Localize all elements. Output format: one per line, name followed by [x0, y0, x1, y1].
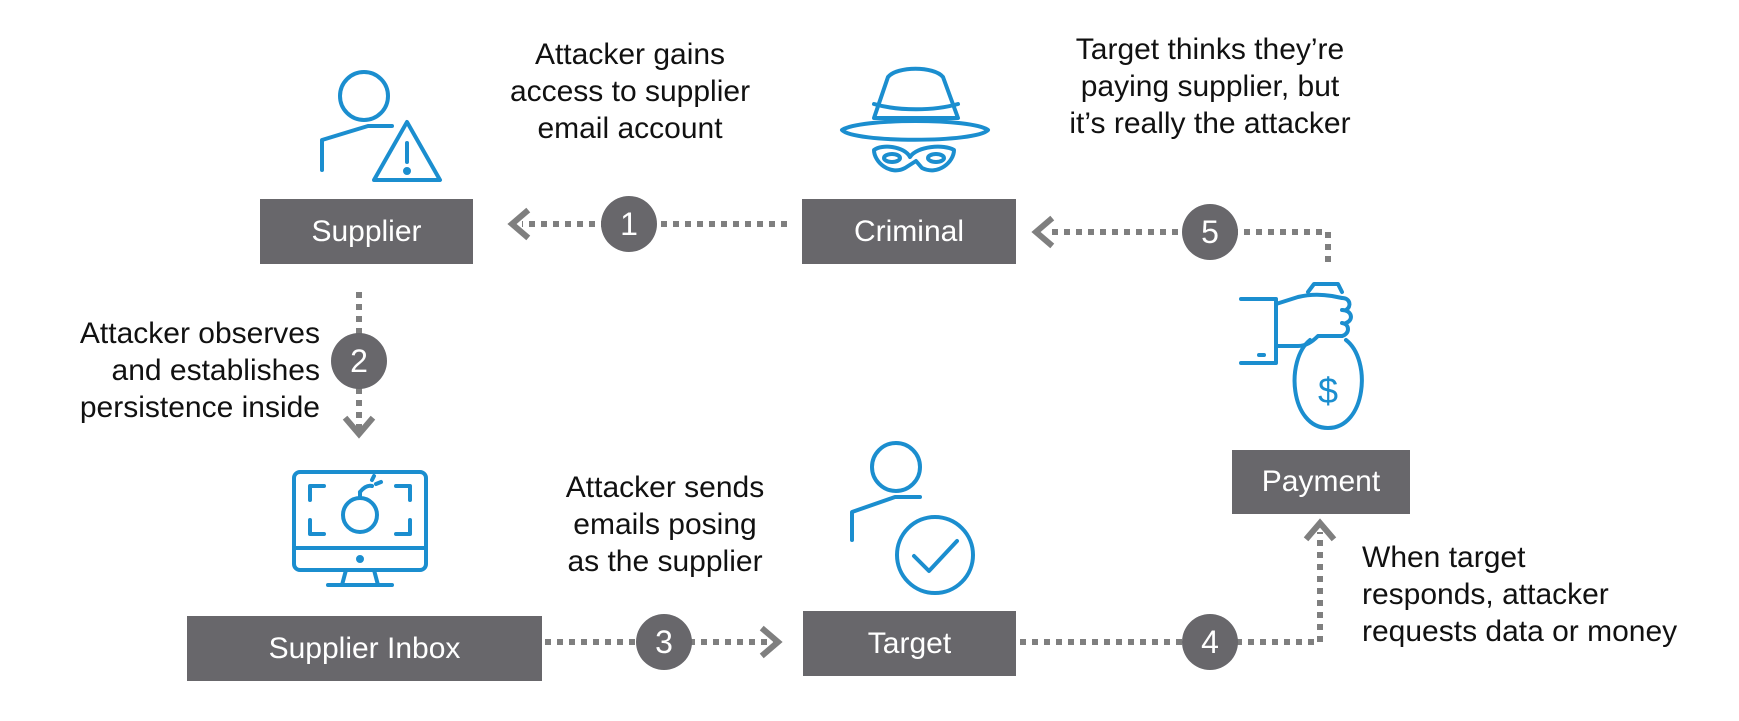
- step-3-description: Attacker sends emails posing as the supp…: [565, 471, 765, 578]
- node-supplier: Supplier: [260, 199, 473, 264]
- step-circle-3: [636, 614, 692, 670]
- user-check-icon: [850, 441, 975, 595]
- step-5-description: Target thinks they’re paying supplier, b…: [1069, 33, 1351, 140]
- step-number-1: 1: [620, 206, 638, 242]
- step-circle-4: [1182, 614, 1238, 670]
- monitor-bomb-icon: [292, 470, 428, 587]
- arrowhead-to-payment: [1303, 518, 1337, 542]
- node-criminal: Criminal: [802, 199, 1016, 264]
- node-supplier-inbox: Supplier Inbox: [187, 616, 542, 681]
- step-1-description: Attacker gains access to supplier email …: [509, 38, 751, 145]
- node-payment: Payment: [1232, 450, 1410, 514]
- step-2-description: Attacker observes and establishes persis…: [79, 317, 320, 424]
- spy-hat-mask-icon: [840, 66, 990, 173]
- step-number-4: 4: [1201, 624, 1219, 660]
- arrowhead-to-target: [759, 625, 783, 659]
- hand-money-bag-icon: $: [1239, 282, 1364, 430]
- connector-target-to-payment: [1020, 532, 1323, 645]
- step-number-5: 5: [1201, 214, 1219, 250]
- node-target: Target: [803, 611, 1016, 676]
- step-circle-5: [1182, 204, 1238, 260]
- step-number-3: 3: [655, 624, 673, 660]
- svg-text:$: $: [1318, 370, 1338, 411]
- step-4-description: When target responds, attacker requests …: [1362, 541, 1678, 648]
- arrowhead-to-criminal: [1031, 215, 1055, 249]
- step-circle-1: [601, 196, 657, 252]
- step-number-2: 2: [350, 343, 368, 379]
- arrowhead-to-inbox: [342, 415, 376, 439]
- user-warning-icon: [320, 70, 442, 182]
- arrowhead-to-supplier: [507, 207, 531, 241]
- connector-payment-to-criminal: [1050, 229, 1331, 262]
- step-circle-2: [331, 333, 387, 389]
